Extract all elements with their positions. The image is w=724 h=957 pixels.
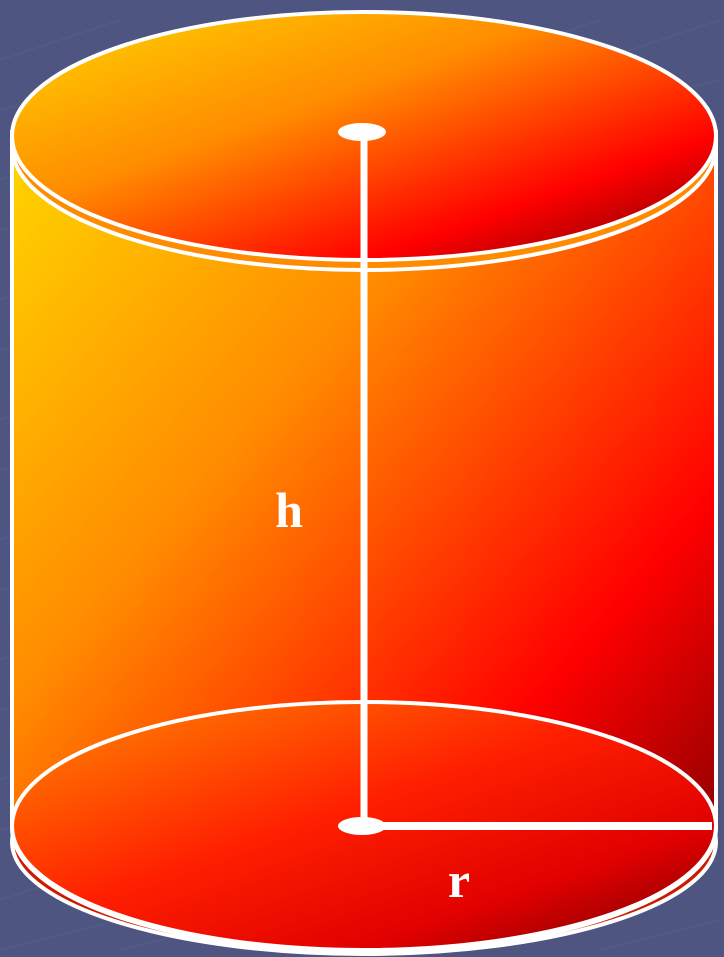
- height-label: h: [275, 482, 303, 538]
- top-center-dot: [338, 123, 386, 141]
- bottom-center-dot: [338, 817, 386, 835]
- radius-label: r: [448, 852, 470, 908]
